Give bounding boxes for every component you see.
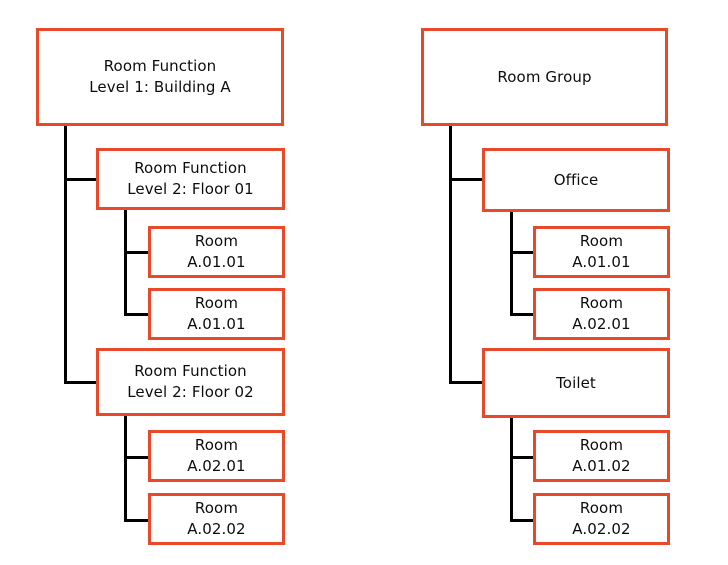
connector-left-floor02-to-room2 [124, 519, 151, 522]
connector-left-floor02-to-room1 [124, 456, 151, 459]
node-label: Room Function Level 2: Floor 01 [127, 159, 254, 198]
connector-office-to-room1 [510, 251, 536, 254]
connector-left-floor01-to-room1 [124, 251, 151, 254]
node-label: Room A.02.01 [572, 294, 631, 333]
node-room-a0202-toilet[interactable]: Room A.02.02 [533, 493, 670, 545]
node-label: Room A.01.01 [187, 294, 246, 333]
node-room-a0201-office[interactable]: Room A.02.01 [533, 288, 670, 340]
connector-left-floor01-to-room2 [124, 313, 151, 316]
connector-left-root-trunk [64, 126, 67, 384]
node-label: Office [553, 170, 599, 189]
connector-left-root-to-floor02 [64, 381, 99, 384]
connector-office-to-room2 [510, 313, 536, 316]
node-room-a0102-toilet[interactable]: Room A.01.02 [533, 430, 670, 482]
connector-left-floor02-trunk [124, 416, 127, 522]
connector-toilet-to-room2 [510, 519, 536, 522]
node-room-a0101-office[interactable]: Room A.01.01 [533, 226, 670, 278]
node-room-function-floor01[interactable]: Room Function Level 2: Floor 01 [96, 148, 285, 210]
node-room-function-level1[interactable]: Room Function Level 1: Building A [36, 28, 284, 126]
node-label: Room Function Level 1: Building A [89, 57, 231, 96]
connector-right-root-to-office [449, 178, 485, 181]
connector-left-floor01-trunk [124, 210, 127, 316]
node-label: Room A.01.01 [572, 232, 631, 271]
node-room-group[interactable]: Room Group [421, 28, 668, 126]
connector-toilet-to-room1 [510, 456, 536, 459]
node-room-a0101-floor01-first[interactable]: Room A.01.01 [148, 226, 285, 278]
node-room-a0201-floor02[interactable]: Room A.02.01 [148, 430, 285, 482]
node-label: Room A.02.02 [572, 499, 631, 538]
connector-left-root-to-floor01 [64, 178, 99, 181]
node-label: Room Function Level 2: Floor 02 [127, 362, 254, 401]
node-label: Toilet [556, 373, 596, 392]
node-room-a0202-floor02[interactable]: Room A.02.02 [148, 493, 285, 545]
node-office[interactable]: Office [482, 148, 670, 212]
node-label: Room A.01.02 [572, 436, 631, 475]
connector-office-trunk [510, 212, 513, 316]
node-room-a0101-floor01-second[interactable]: Room A.01.01 [148, 288, 285, 340]
node-label: Room A.01.01 [187, 232, 246, 271]
node-room-function-floor02[interactable]: Room Function Level 2: Floor 02 [96, 348, 285, 416]
node-toilet[interactable]: Toilet [482, 348, 670, 418]
node-label: Room Group [497, 67, 592, 86]
connector-right-root-to-toilet [449, 381, 485, 384]
node-label: Room A.02.02 [187, 499, 246, 538]
connector-toilet-trunk [510, 418, 513, 522]
connector-right-root-trunk [449, 126, 452, 384]
node-label: Room A.02.01 [187, 436, 246, 475]
